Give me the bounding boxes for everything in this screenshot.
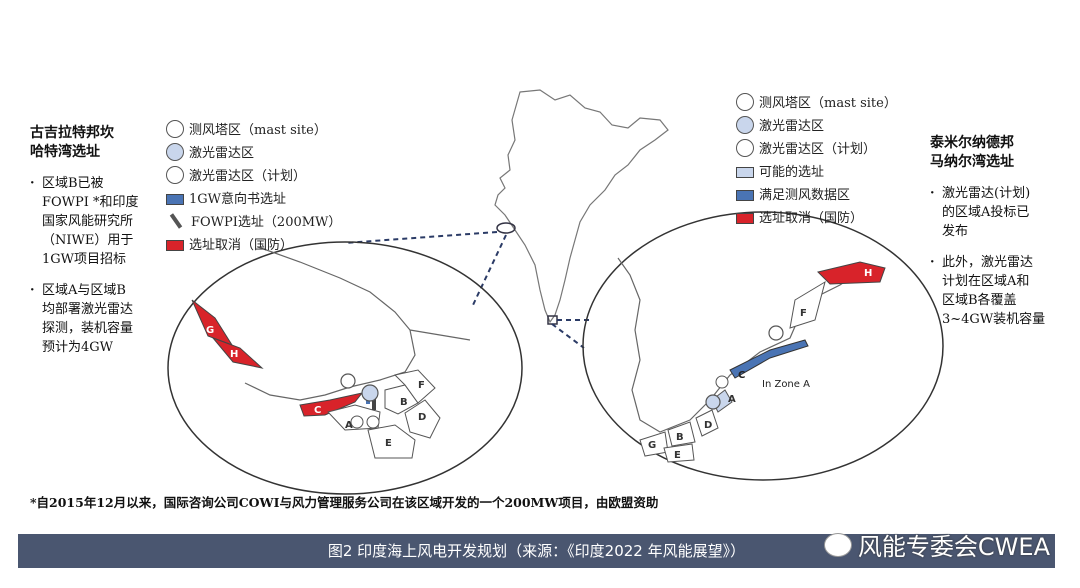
- zone-e-left: [367, 424, 416, 459]
- label-in-zone-right: In Zone A: [762, 379, 810, 390]
- zone-c-left: [299, 392, 364, 417]
- zone-d-right: [695, 409, 719, 437]
- label-e-right: E: [674, 450, 681, 461]
- lidar-icon: [166, 142, 184, 161]
- right-panel: 泰米尔纳德邦 马纳尔湾选址 激光雷达(计划) 的区域A投标已 发布 此外，激光雷…: [930, 134, 1070, 341]
- zone-f-left: [393, 369, 436, 404]
- legend-loi: 1GW意向书选址: [189, 192, 287, 207]
- zone-f-right: [789, 280, 826, 329]
- cancelled-site-icon: [736, 213, 754, 224]
- label-g-left: G: [206, 325, 214, 336]
- legend-lidar: 激光雷达区: [189, 146, 255, 161]
- left-panel: 古吉拉特邦坎 哈特湾选址 区域B已被 FOWPI *和印度 国家风能研究所 （N…: [30, 124, 170, 369]
- left-bullet-1: 区域B已被 FOWPI *和印度 国家风能研究所 （NIWE）用于 1GW项目招…: [30, 174, 170, 269]
- wind-data-icon: [736, 190, 754, 201]
- figure-caption: 图2 印度海上风电开发规划（来源：《印度2022 年风能展望》）: [327, 542, 746, 560]
- gujarat-marker: [496, 222, 516, 234]
- legend-mast-site: 测风塔区（mast site）: [759, 96, 897, 111]
- label-e-left: E: [385, 438, 392, 449]
- legend-lidar-planned: 激光雷达区（计划）: [189, 169, 307, 184]
- watermark: 风能专委会CWEA: [823, 527, 1050, 562]
- right-bullet-1: 激光雷达(计划) 的区域A投标已 发布: [930, 184, 1070, 241]
- lidar-planned-icon: [736, 138, 754, 157]
- zone-b-right: [667, 421, 696, 447]
- label-f-right: F: [800, 308, 807, 319]
- legend-fowpi: FOWPI选址（200MW）: [191, 215, 342, 230]
- india-outline: [494, 89, 669, 324]
- zone-h-left: [211, 336, 264, 369]
- legend-lidar-planned: 激光雷达区（计划）: [759, 142, 877, 157]
- lidar-icon: [736, 115, 754, 134]
- label-a-left: A: [345, 420, 353, 431]
- wechat-icon: [823, 532, 852, 557]
- label-h-left: H: [230, 349, 238, 360]
- zone-d-left: [404, 399, 441, 439]
- fowpi-site-left: [372, 396, 376, 410]
- legend-possible-site: 可能的选址: [759, 165, 825, 180]
- legend-lidar: 激光雷达区: [759, 119, 825, 134]
- zone-e-right: [663, 443, 695, 463]
- label-c-left: C: [314, 405, 321, 416]
- left-bullet-2: 区域A与区域B 均部署激光雷达 探测，装机容量 预计为4GW: [30, 281, 170, 357]
- label-b-left: B: [400, 397, 408, 408]
- left-panel-title-2: 哈特湾选址: [30, 144, 100, 160]
- right-coastline: [617, 257, 866, 433]
- left-coastline: [244, 246, 471, 401]
- left-panel-title-1: 古吉拉特邦坎: [30, 125, 114, 141]
- legend-wind-data: 满足测风数据区: [759, 188, 851, 203]
- right-bullet-2: 此外，激光雷达 计划在区域A和 区域B各覆盖 3~4GW装机容量: [930, 253, 1070, 329]
- label-a-right: A: [728, 394, 736, 405]
- label-b-right: B: [676, 432, 684, 443]
- right-zoom-ellipse: [582, 211, 944, 481]
- zone-g-left: [191, 299, 234, 346]
- legend-cancelled: 选址取消（国防）: [189, 238, 294, 253]
- zone-h-right: [817, 261, 886, 285]
- left-zoom-ellipse: [167, 241, 523, 495]
- right-panel-title-1: 泰米尔纳德邦: [930, 135, 1014, 151]
- right-legend: 测风塔区（mast site） 激光雷达区 激光雷达区（计划） 可能的选址 满足…: [736, 90, 897, 228]
- map-diagram: G H C A B D E F H F C In Zone A A D B G …: [167, 89, 944, 495]
- legend-mast-site: 测风塔区（mast site）: [189, 123, 327, 138]
- label-d-right: D: [704, 420, 712, 431]
- label-h-right: H: [864, 268, 872, 279]
- footnote: *自2015年12月以来，国际咨询公司COWI与风力管理服务公司在该区域开发的一…: [30, 495, 659, 510]
- possible-site-icon: [736, 167, 754, 178]
- right-panel-title-2: 马纳尔湾选址: [930, 154, 1014, 170]
- legend-cancelled: 选址取消（国防）: [759, 211, 864, 226]
- label-g-right: G: [648, 440, 656, 451]
- caption-bar: 图2 印度海上风电开发规划（来源：《印度2022 年风能展望》）: [18, 534, 1055, 568]
- label-f-left: F: [418, 380, 425, 391]
- watermark-text: 风能专委会CWEA: [857, 533, 1050, 561]
- zone-c-right: [729, 339, 809, 379]
- mast-site-icon: [736, 92, 754, 111]
- mast-site-icon: [166, 119, 184, 138]
- label-c-right: C: [738, 370, 745, 381]
- left-legend: 测风塔区（mast site） 激光雷达区 激光雷达区（计划） 1GW意向书选址…: [166, 117, 341, 255]
- label-d-left: D: [418, 412, 426, 423]
